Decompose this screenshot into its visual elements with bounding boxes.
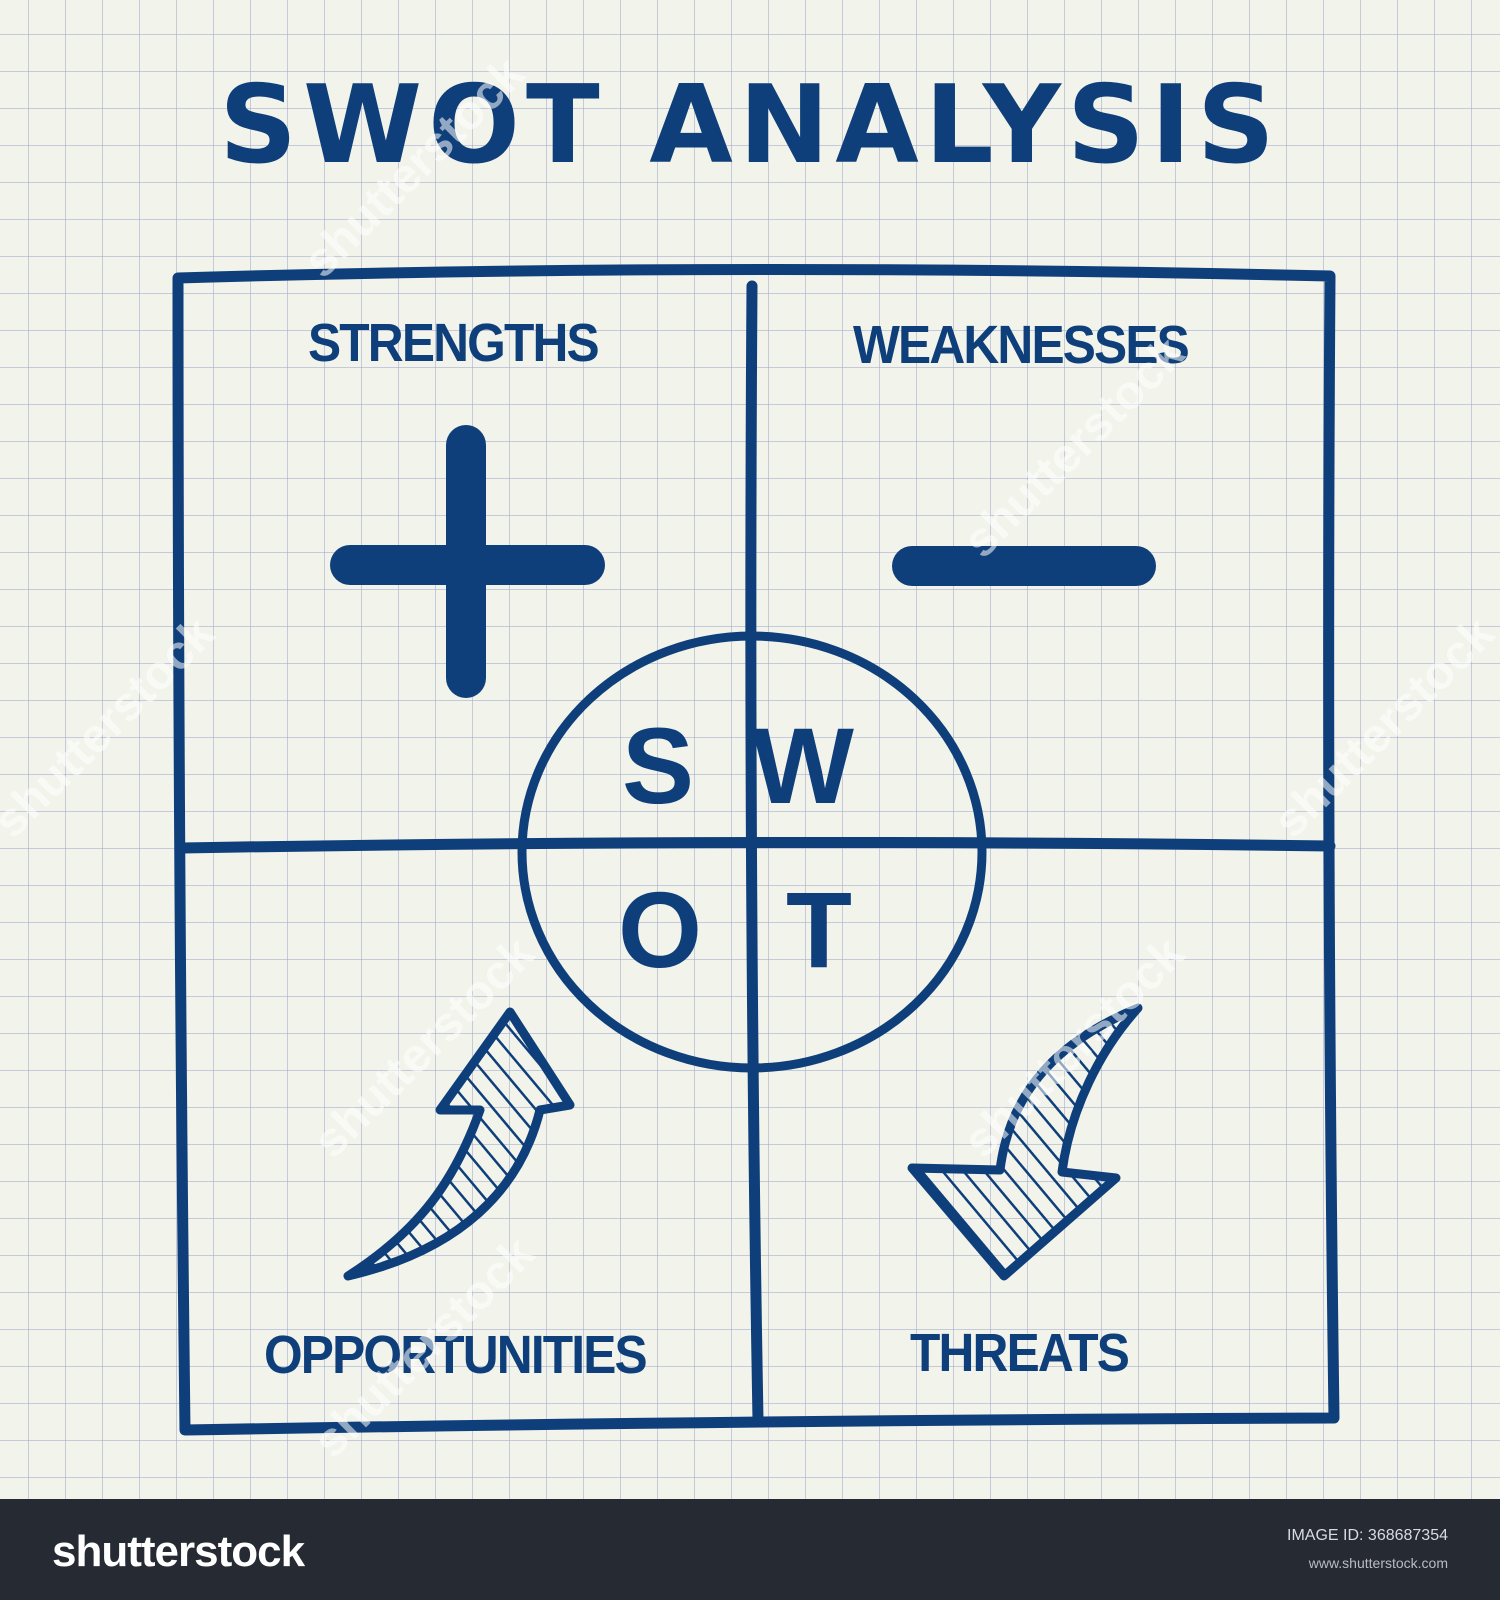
page-title: SWOT ANALYSIS bbox=[219, 63, 1281, 188]
footer-brand-logo: shutterstock bbox=[52, 1527, 305, 1576]
center-letter-t: T bbox=[786, 869, 852, 990]
plus-icon bbox=[330, 425, 605, 698]
strengths-label: STRENGTHS bbox=[308, 313, 600, 373]
weaknesses-label: WEAKNESSES bbox=[853, 315, 1190, 375]
footer-site-link[interactable]: www.shutterstock.com bbox=[1308, 1555, 1448, 1571]
threats-label: THREATS bbox=[910, 1323, 1130, 1383]
horizontal-divider bbox=[176, 836, 1336, 854]
opportunities-label: OPPORTUNITIES bbox=[264, 1325, 648, 1385]
arrow-down-icon bbox=[907, 1003, 1143, 1281]
swot-frame bbox=[172, 263, 1340, 1436]
vertical-divider bbox=[745, 280, 764, 1426]
center-letter-s: S bbox=[622, 705, 695, 826]
arrow-up-icon bbox=[343, 1007, 575, 1281]
center-letter-w: W bbox=[752, 705, 854, 826]
center-letter-o: O bbox=[618, 869, 703, 990]
footer-bar: shutterstock IMAGE ID: 368687354 www.shu… bbox=[0, 1499, 1500, 1600]
center-circle bbox=[517, 631, 987, 1073]
footer-image-id: IMAGE ID: 368687354 bbox=[1287, 1527, 1448, 1544]
